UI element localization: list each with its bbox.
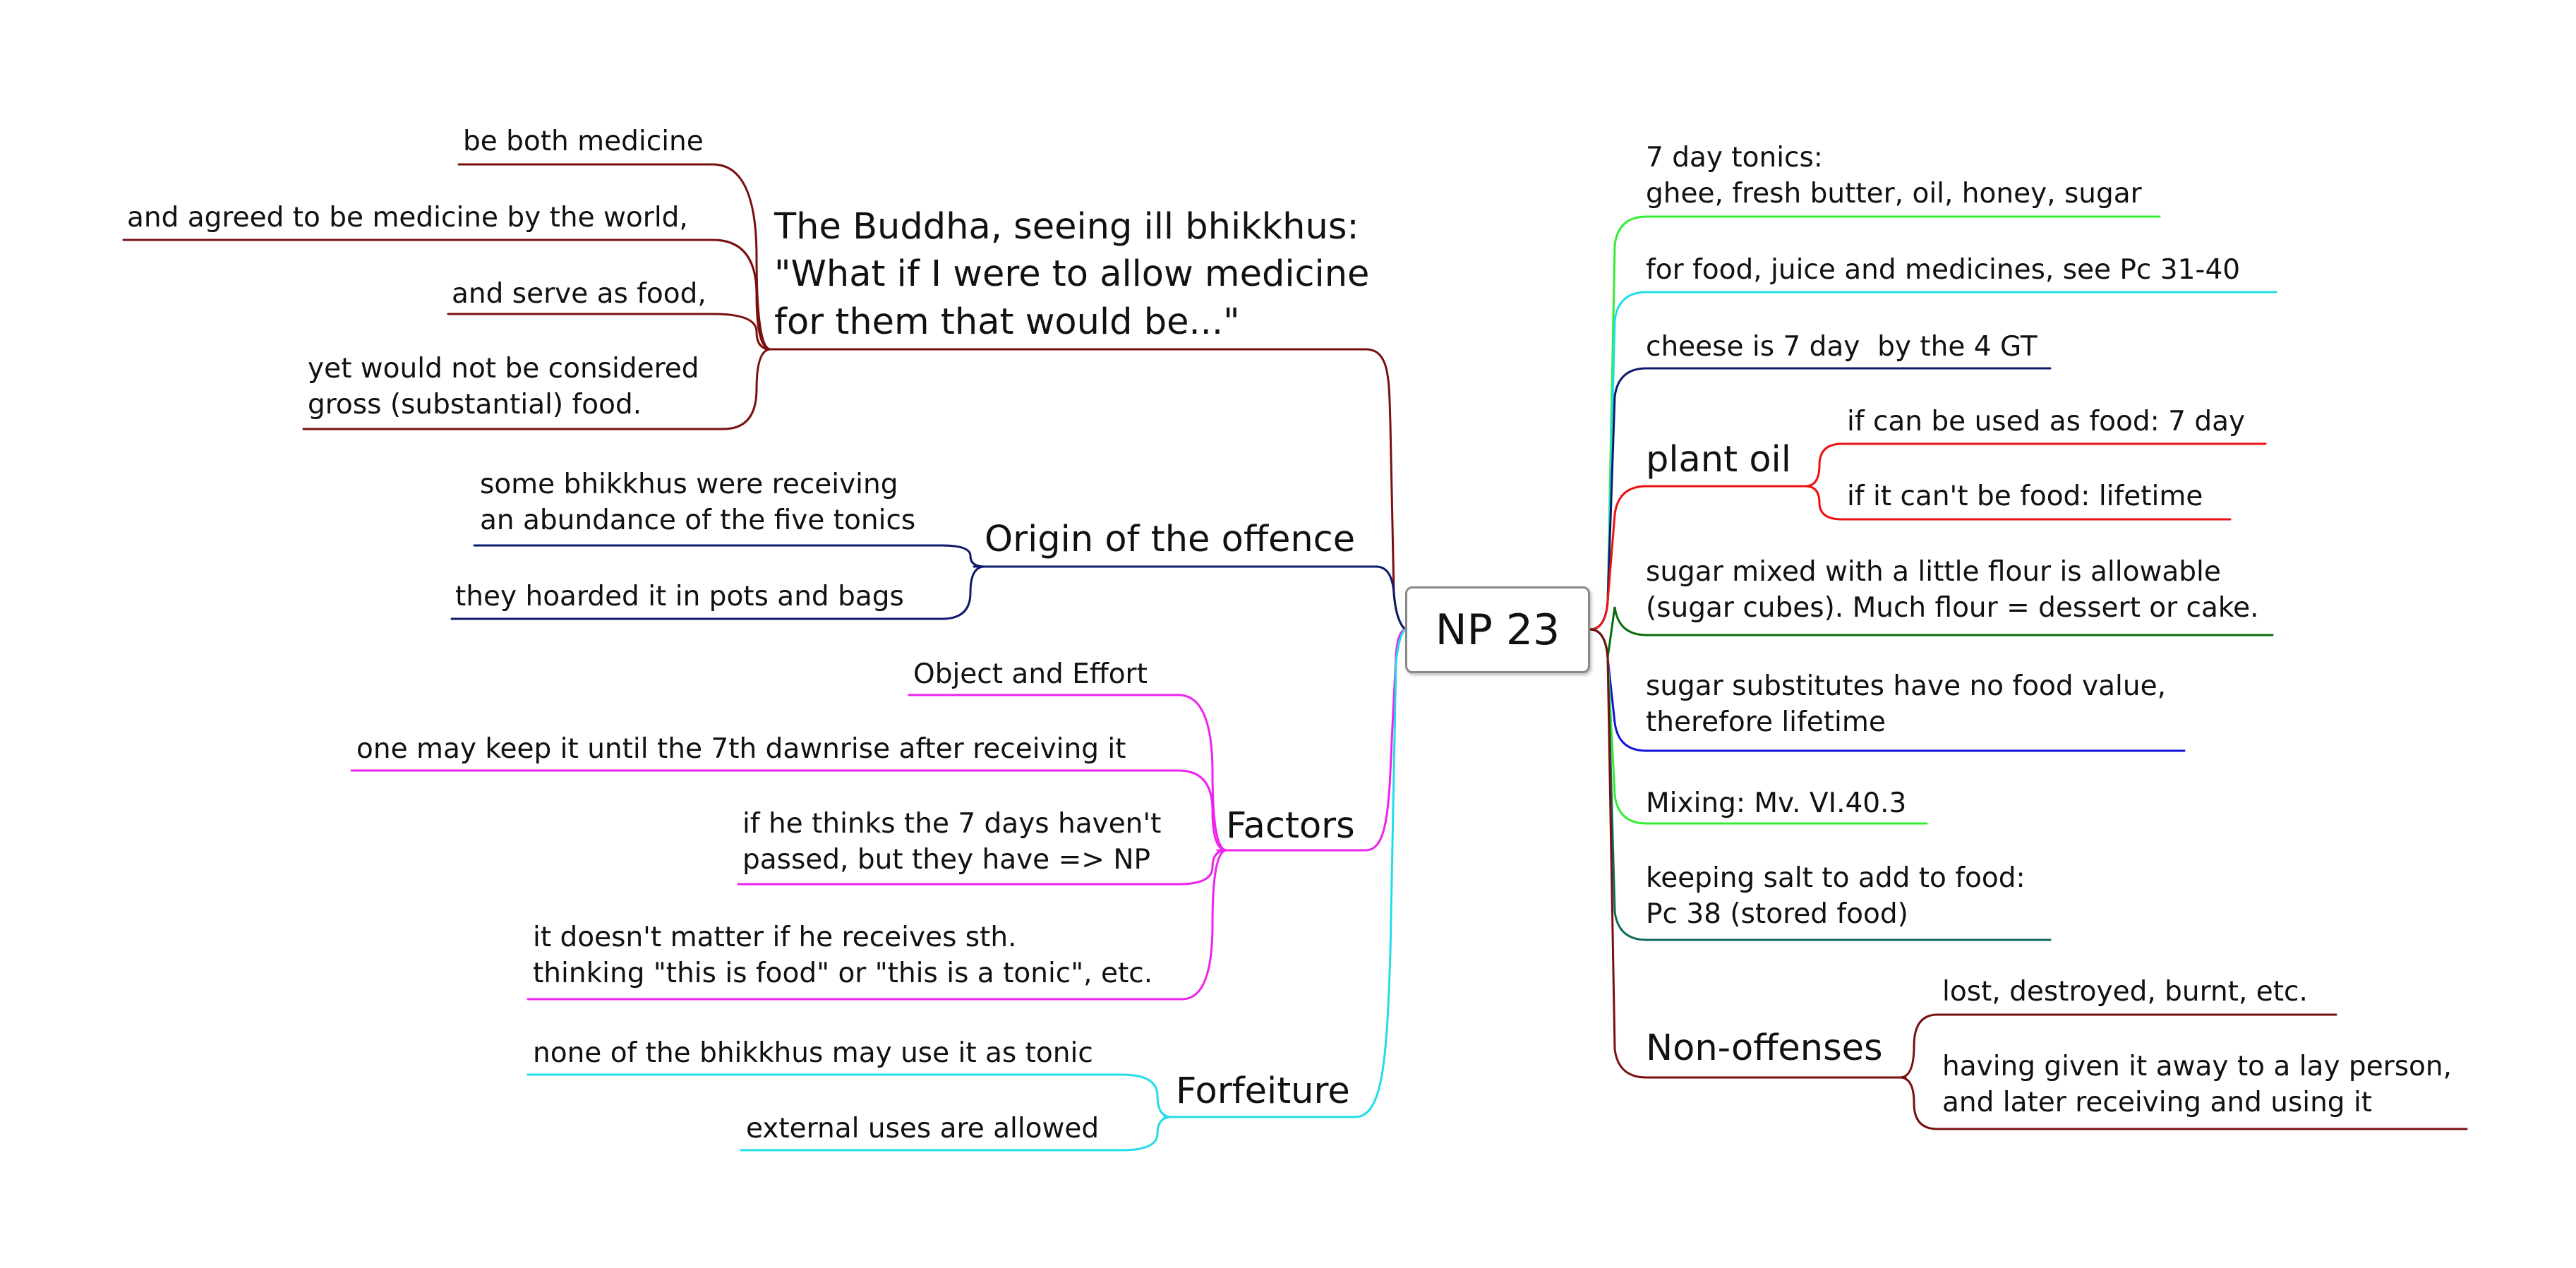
non-offenses-child-2 [1898, 1076, 2468, 1130]
non-offenses-item-given[interactable]: having given it away to a lay person, an… [1942, 1051, 2452, 1119]
buddha-child-3 [447, 313, 772, 351]
buddha-item-serve-food[interactable]: and serve as food, [452, 278, 706, 310]
buddha-child-2 [122, 238, 772, 351]
factors-child-1 [908, 694, 1228, 852]
central-topic-label: NP 23 [1435, 605, 1560, 655]
central-topic[interactable]: NP 23 [1405, 586, 1590, 673]
factors-child-4 [526, 849, 1228, 1001]
topic-origin[interactable]: Origin of the offence [985, 519, 1356, 560]
topic-non-offenses[interactable]: Non-offenses [1646, 1027, 1883, 1069]
topic-plant-oil[interactable]: plant oil [1646, 439, 1791, 481]
origin-child-2 [450, 565, 986, 620]
forfeiture-child-2 [740, 1116, 1173, 1152]
buddha-item-agreed[interactable]: and agreed to be medicine by the world, [127, 202, 688, 234]
plant-oil-item-food[interactable]: if can be used as food: 7 day [1847, 406, 2246, 437]
buddha-child-4 [302, 348, 772, 430]
non-offenses-child-1 [1898, 1013, 2337, 1079]
factors-child-3 [737, 849, 1228, 886]
factors-item-thinks[interactable]: if he thinks the 7 days haven't passed, … [742, 808, 1162, 876]
topic-sugar-flour[interactable]: sugar mixed with a little flour is allow… [1646, 556, 2259, 624]
factors-item-object[interactable]: Object and Effort [913, 658, 1148, 690]
factors-child-2 [350, 769, 1228, 852]
origin-main-line [973, 565, 1407, 631]
non-offenses-item-lost[interactable]: lost, destroyed, burnt, etc. [1942, 976, 2308, 1008]
topic-sugar-substitutes[interactable]: sugar substitutes have no food value, th… [1646, 670, 2166, 739]
origin-child-1 [473, 544, 986, 568]
plant-oil-child-2 [1804, 485, 2232, 521]
topic-salt[interactable]: keeping salt to add to food: Pc 38 (stor… [1646, 862, 2026, 931]
topic-buddha[interactable]: The Buddha, seeing ill bhikkhus: "What i… [774, 206, 1370, 343]
forfeiture-item-external[interactable]: external uses are allowed [746, 1113, 1100, 1145]
buddha-item-medicine[interactable]: be both medicine [463, 126, 704, 157]
topic-food-juice[interactable]: for food, juice and medicines, see Pc 31… [1646, 254, 2241, 286]
forfeiture-child-1 [526, 1073, 1173, 1118]
topic-forfeiture[interactable]: Forfeiture [1176, 1070, 1350, 1112]
factors-item-receives[interactable]: it doesn't matter if he receives sth. th… [533, 922, 1153, 990]
plant-oil-item-lifetime[interactable]: if it can't be food: lifetime [1847, 481, 2203, 512]
buddha-item-not-gross[interactable]: yet would not be considered gross (subst… [308, 353, 699, 421]
forfeiture-item-none[interactable]: none of the bhikkhus may use it as tonic [533, 1037, 1093, 1069]
topic-mixing[interactable]: Mixing: Mv. VI.40.3 [1646, 787, 1907, 819]
forfeiture-main-line [1163, 628, 1407, 1118]
buddha-child-1 [457, 163, 772, 351]
topic-cheese[interactable]: cheese is 7 day by the 4 GT [1646, 331, 2038, 363]
topic-tonics[interactable]: 7 day tonics: ghee, fresh butter, oil, h… [1646, 142, 2142, 210]
plant-oil-child-1 [1804, 442, 2267, 488]
plant-oil-line [1589, 485, 1812, 631]
factors-item-keep[interactable]: one may keep it until the 7th dawnrise a… [356, 733, 1126, 765]
factors-main-line [1216, 628, 1407, 852]
topic-factors[interactable]: Factors [1226, 805, 1355, 847]
origin-item-hoarded[interactable]: they hoarded it in pots and bags [455, 581, 904, 612]
non-offenses-line [1589, 628, 1907, 1079]
origin-item-receiving[interactable]: some bhikkhus were receiving an abundanc… [480, 469, 916, 537]
